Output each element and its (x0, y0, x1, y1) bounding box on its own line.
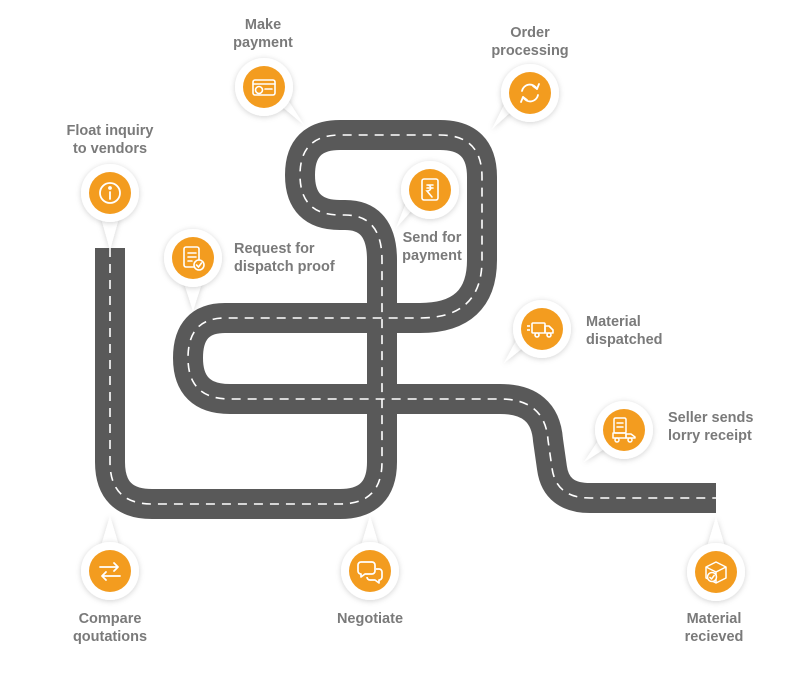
send-for-payment-marker (396, 161, 459, 228)
step-label-compare-quotations: Compare qoutations (72, 611, 148, 645)
step-label-material-received: Material recieved (684, 611, 744, 645)
material-received-marker (687, 517, 745, 601)
step-label-make-payment: Make payment (233, 17, 293, 51)
delivery-truck-icon (527, 322, 554, 338)
info-icon (99, 182, 121, 204)
step-label-negotiate: Negotiate (336, 611, 404, 627)
rupee-document-icon (421, 178, 439, 201)
compare-quotations-marker (81, 516, 139, 600)
road (95, 120, 716, 519)
step-label-float-inquiry: Float inquiry to vendors (66, 123, 154, 157)
step-label-request-dispatch-proof: Request for dispatch proof (234, 241, 335, 275)
road-center-dashes (109, 134, 716, 505)
step-label-send-for-payment: Send for payment (402, 230, 462, 264)
refresh-icon (520, 83, 540, 103)
request-dispatch-proof-marker (164, 229, 222, 311)
package-check-icon (705, 561, 727, 584)
document-check-icon (183, 246, 205, 271)
chat-bubbles-icon (357, 561, 383, 584)
float-inquiry-marker (81, 164, 139, 250)
negotiate-marker (341, 516, 399, 600)
material-dispatched-marker (504, 300, 571, 363)
exchange-arrows-icon (99, 562, 121, 581)
make-payment-marker (235, 58, 304, 125)
order-processing-marker (492, 64, 559, 129)
step-label-material-dispatched: Material dispatched (586, 314, 663, 348)
lorry-receipt-icon (612, 417, 636, 443)
step-label-order-processing: Order processing (491, 25, 569, 59)
step-label-seller-sends-lorry-receipt: Seller sends lorry receipt (668, 410, 754, 444)
credit-card-icon (252, 79, 276, 96)
seller-sends-lorry-receipt-marker (584, 401, 653, 462)
